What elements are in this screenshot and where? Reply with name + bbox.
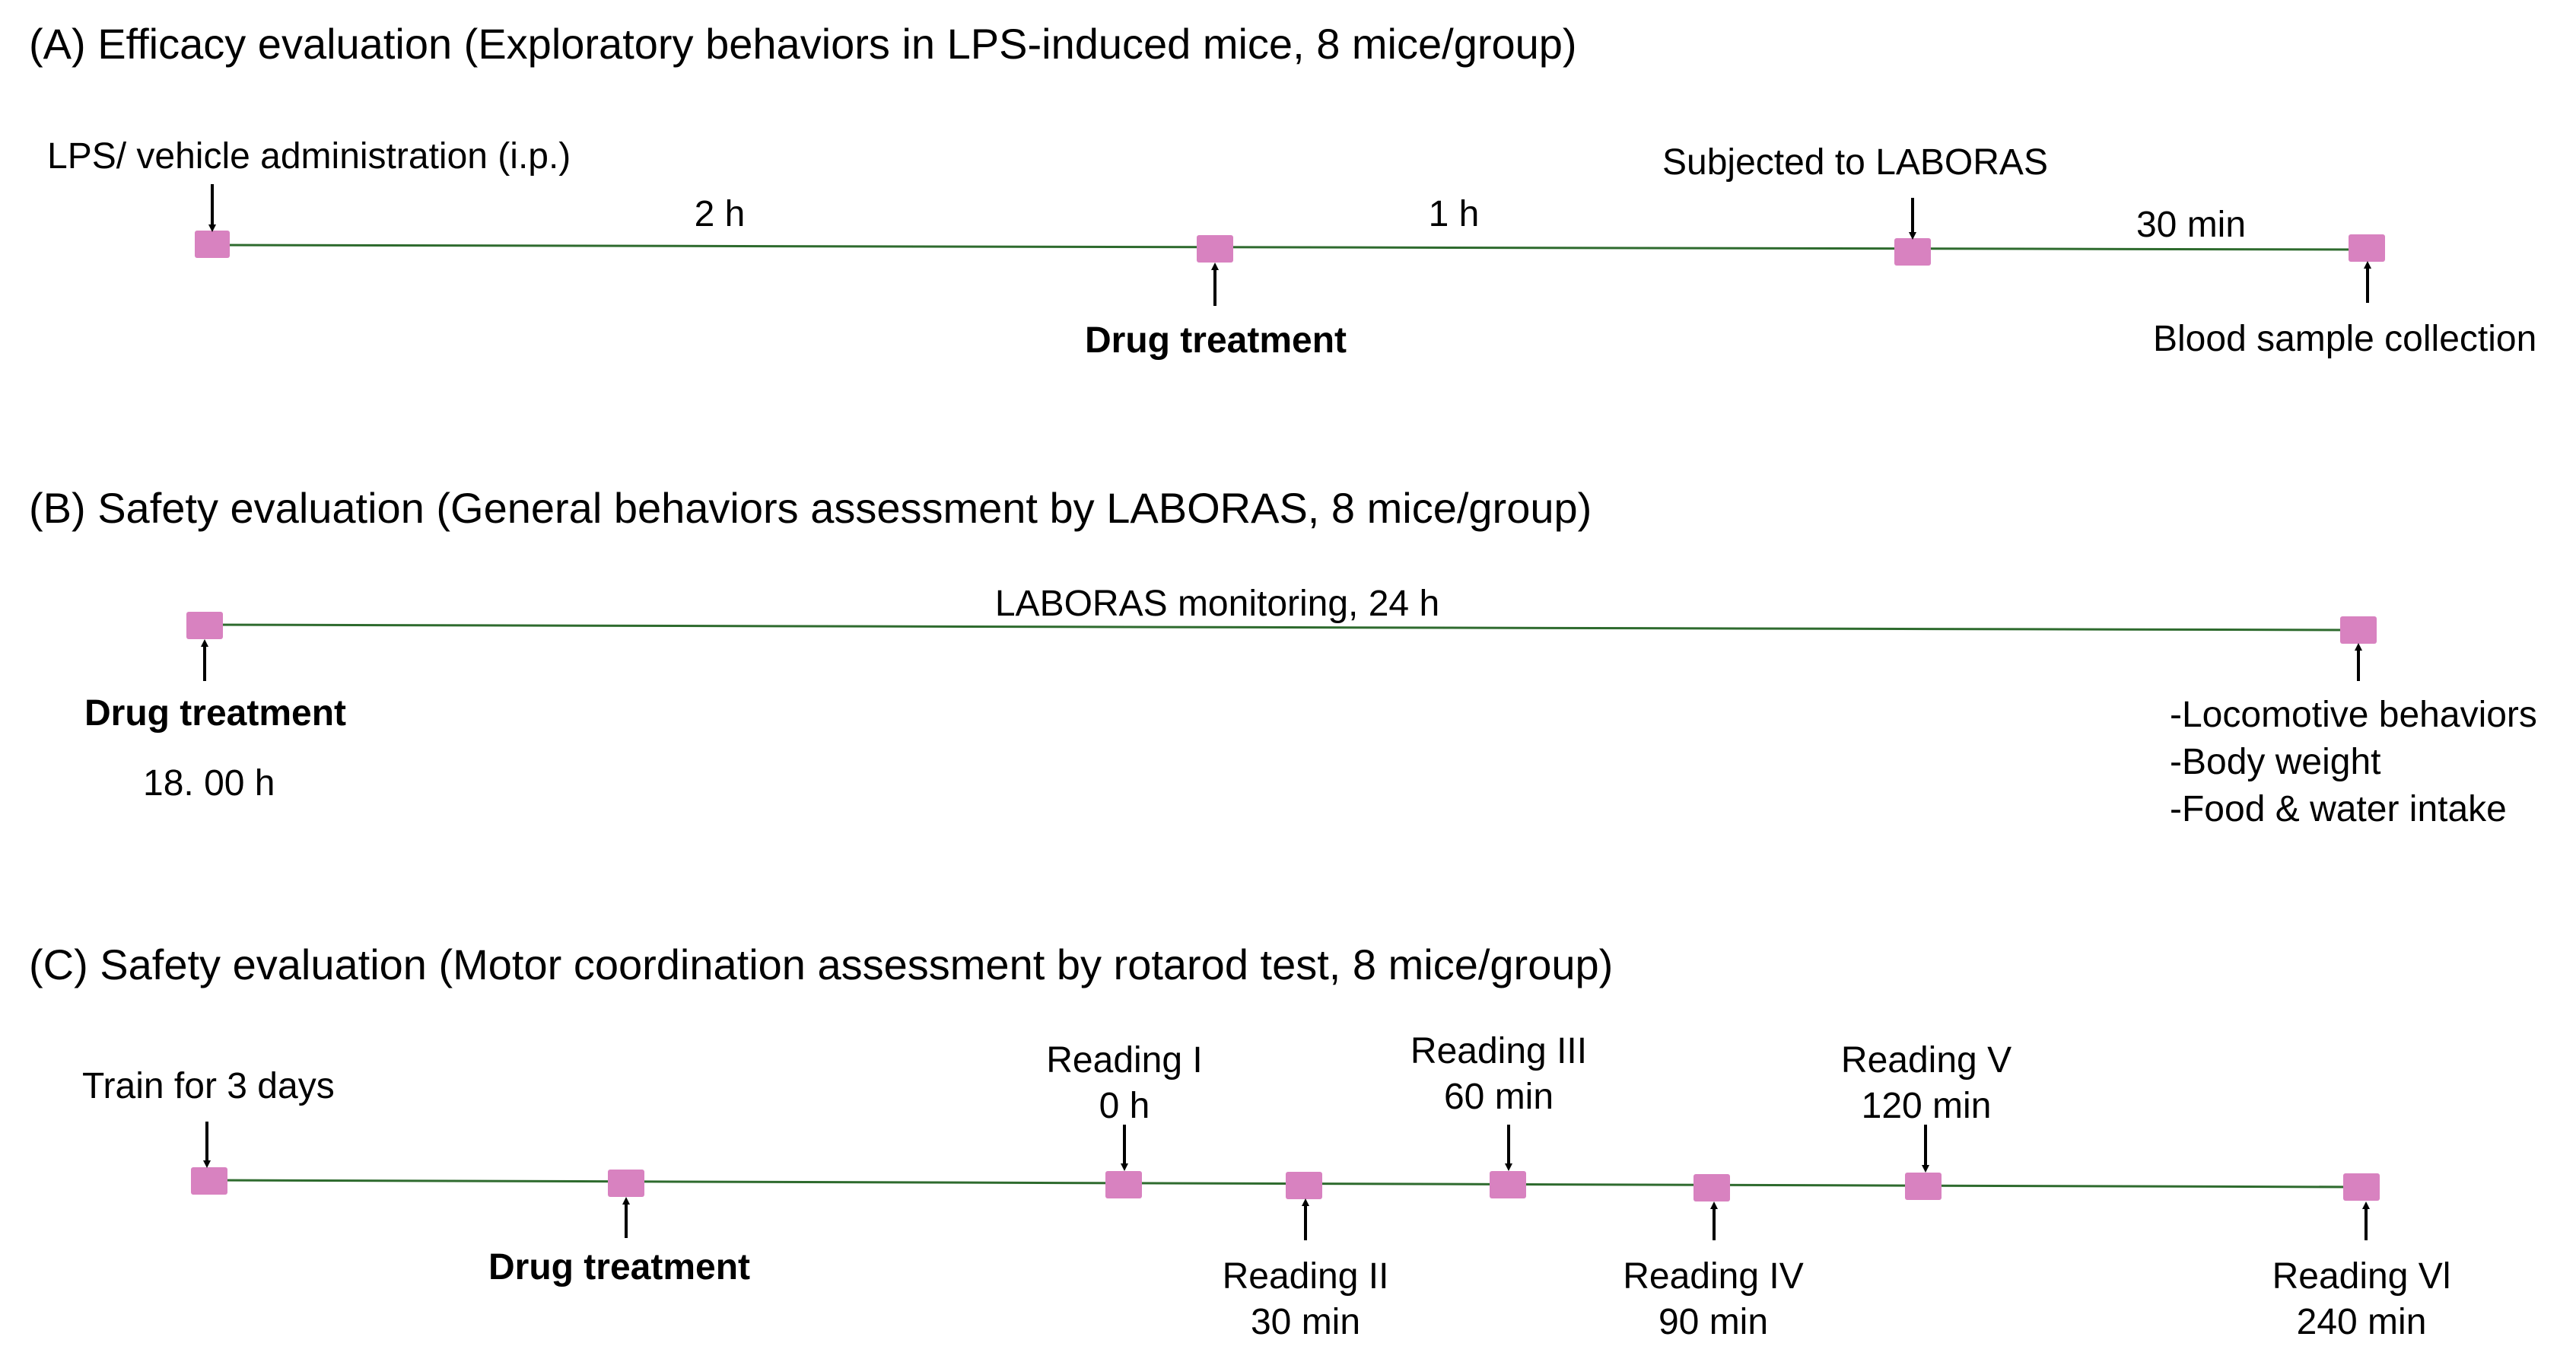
marker-a-blood <box>2349 234 2385 262</box>
panel-a-drug-label: Drug treatment <box>1084 320 1347 361</box>
marker-a-lps <box>195 231 230 258</box>
marker-b-end <box>2340 616 2377 644</box>
reading-1-time: 0 h <box>1099 1086 1150 1126</box>
reading-4-time: 90 min <box>1658 1302 1769 1342</box>
reading-5-time: 120 min <box>1861 1086 1992 1126</box>
panel-b-title: (B) Safety evaluation (General behaviors… <box>29 484 1592 532</box>
marker-c-reading-6 <box>2343 1173 2380 1201</box>
panel-c-drug-label: Drug treatment <box>488 1247 751 1287</box>
marker-c-reading-5 <box>1905 1173 1942 1200</box>
marker-c-reading-1 <box>1105 1171 1142 1198</box>
timeline-b-line <box>203 623 2359 632</box>
marker-a-laboras <box>1894 238 1931 266</box>
panel-b-time-label: 18. 00 h <box>143 763 275 804</box>
reading-2-name: Reading II <box>1222 1256 1389 1297</box>
reading-3-time: 60 min <box>1443 1077 1554 1117</box>
reading-6-name: Reading Vl <box>2272 1256 2451 1297</box>
reading-6-time: 240 min <box>2296 1302 2427 1342</box>
marker-c-train <box>191 1167 227 1195</box>
panel-b-outcome-1: -Locomotive behaviors <box>2170 695 2537 735</box>
panel-b-outcome-2: -Body weight <box>2170 742 2381 782</box>
panel-c-train-label: Train for 3 days <box>82 1066 335 1106</box>
panel-b-drug-label: Drug treatment <box>84 693 347 734</box>
panel-a-lps-label: LPS/ vehicle administration (i.p.) <box>47 136 571 177</box>
panel-a-blood-label: Blood sample collection <box>2153 319 2537 359</box>
reading-4-name: Reading IV <box>1623 1256 1804 1297</box>
marker-b-drug <box>186 612 223 639</box>
reading-1-name: Reading I <box>1046 1040 1203 1081</box>
reading-2-time: 30 min <box>1250 1302 1361 1342</box>
timeline-a-line <box>210 243 2368 251</box>
marker-c-reading-4 <box>1693 1174 1730 1201</box>
marker-c-reading-3 <box>1490 1171 1526 1198</box>
reading-5-name: Reading V <box>1840 1040 2012 1081</box>
reading-3-name: Reading III <box>1410 1031 1588 1071</box>
panel-c-title: (C) Safety evaluation (Motor coordinatio… <box>29 940 1614 988</box>
panel-a-interval-2h: 2 h <box>694 194 746 234</box>
marker-c-reading-2 <box>1286 1172 1322 1199</box>
panel-b-monitoring-label: LABORAS monitoring, 24 h <box>994 584 1440 624</box>
panel-a-interval-30min: 30 min <box>2136 205 2247 245</box>
panel-a-title: (A) Efficacy evaluation (Exploratory beh… <box>29 20 1577 68</box>
marker-c-drug <box>608 1170 644 1197</box>
marker-a-drug <box>1197 235 1233 263</box>
panel-a-interval-1h: 1 h <box>1428 194 1480 234</box>
panel-a-laboras-label: Subjected to LABORAS <box>1662 142 2048 183</box>
panel-b-outcome-3: -Food & water intake <box>2170 789 2507 829</box>
